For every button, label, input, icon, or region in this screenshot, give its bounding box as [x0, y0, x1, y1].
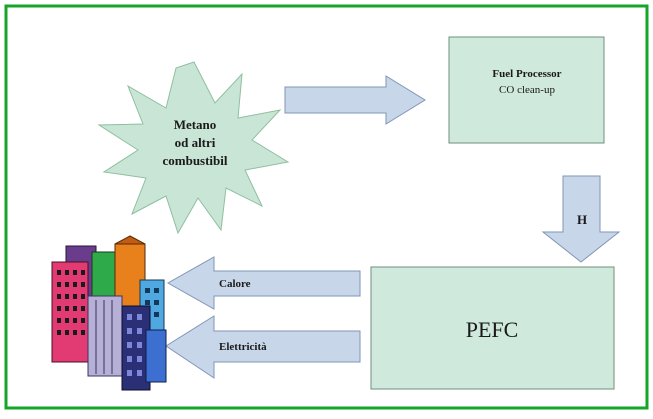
electricity-label: Elettricità	[219, 341, 267, 353]
hydrogen-arrow-shape	[541, 175, 621, 263]
pefc-box: PEFC	[370, 266, 615, 390]
fuel-processor-box: Fuel Processor CO clean-up	[448, 36, 605, 144]
electricity-arrow-shape	[165, 315, 361, 379]
heat-arrow: Calore	[166, 256, 361, 310]
buildings-icon	[51, 235, 167, 391]
arrow-to-fuel-processor	[284, 75, 426, 125]
fuel-processor-title: Fuel Processor	[492, 68, 561, 80]
fuel-processor-rect	[448, 36, 605, 144]
hydrogen-label: H	[577, 212, 587, 227]
hydrogen-arrow: H	[541, 175, 621, 263]
starburst-shape	[97, 61, 290, 235]
heat-arrow-shape	[166, 256, 361, 310]
source-starburst: Metano od altri combustibil	[97, 61, 290, 235]
heat-label: Calore	[219, 278, 251, 290]
pefc-label: PEFC	[466, 317, 519, 342]
source-label-line2: od altri	[175, 135, 216, 150]
electricity-arrow: Elettricità	[165, 315, 361, 379]
fuel-processor-subtitle: CO clean-up	[499, 84, 555, 96]
source-label-line1: Metano	[174, 117, 217, 132]
pefc-rect	[370, 266, 615, 390]
source-label-line3: combustibil	[162, 153, 227, 168]
